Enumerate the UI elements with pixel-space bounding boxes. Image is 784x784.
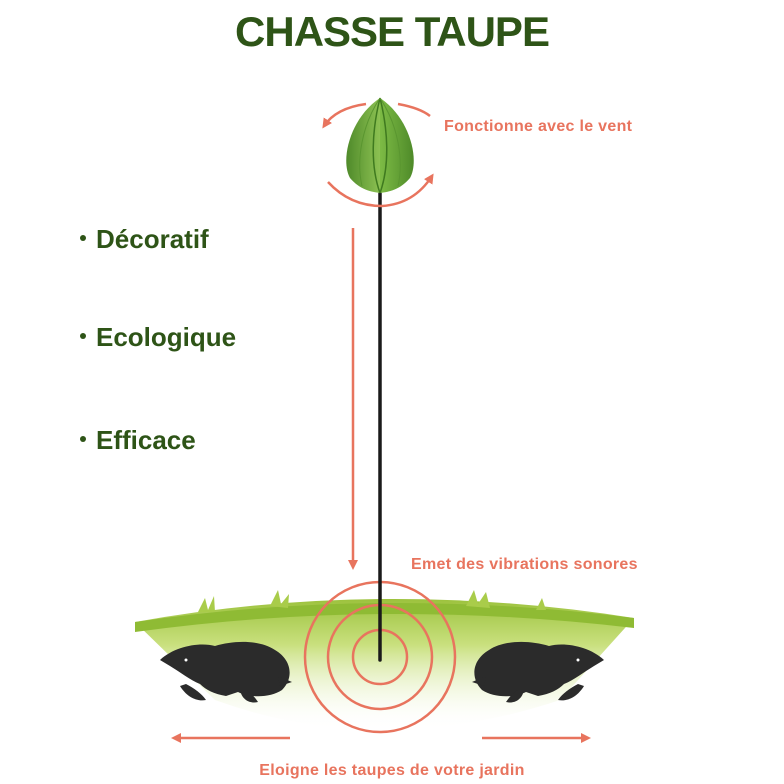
feature-label: Efficace	[96, 425, 196, 455]
mole-icon	[160, 641, 292, 703]
feature-label: Ecologique	[96, 322, 237, 352]
bullet-icon	[80, 436, 86, 443]
feature-item: Décoratif	[80, 223, 209, 255]
leaf-wind-vane-icon	[346, 97, 414, 194]
page-title: CHASSE TAUPE	[235, 8, 550, 55]
rotation-arrows	[322, 102, 434, 208]
callout-repel: Eloigne les taupes de votre jardin	[259, 762, 525, 779]
feature-item: Ecologique	[80, 321, 236, 353]
callout-wind: Fonctionne avec le vent	[444, 118, 633, 135]
feature-item: Efficace	[80, 424, 196, 456]
ground	[135, 590, 634, 730]
rotation-arrow-top-right	[397, 102, 431, 117]
bullet-icon	[80, 333, 86, 340]
bullet-icon	[80, 235, 86, 242]
rotation-arrow-top	[322, 102, 367, 129]
rotation-arrow-bottom	[327, 173, 434, 208]
mole-icon-right	[472, 641, 604, 703]
feature-label: Décoratif	[96, 224, 209, 254]
callout-vibrations: Emet des vibrations sonores	[411, 556, 638, 573]
